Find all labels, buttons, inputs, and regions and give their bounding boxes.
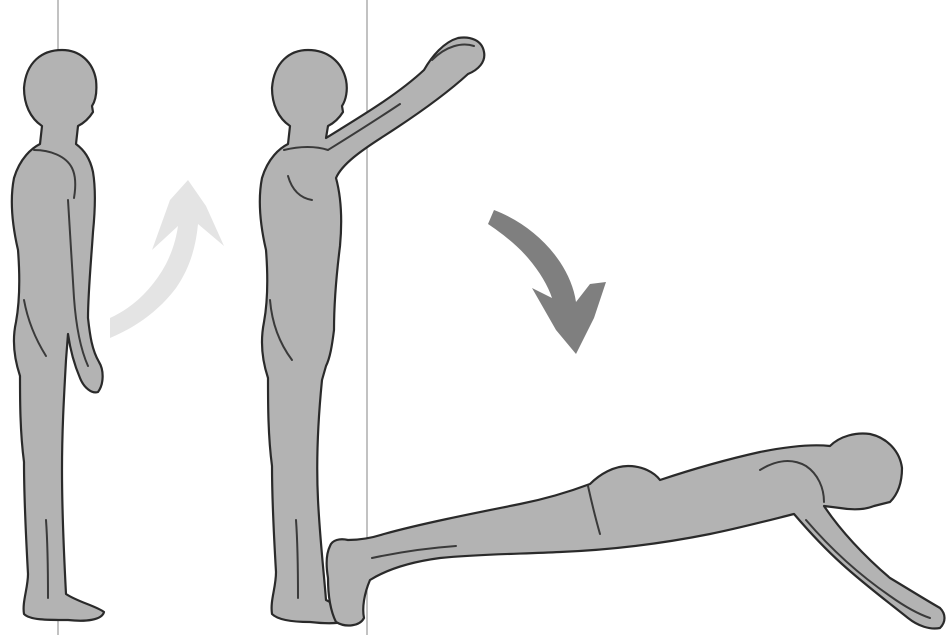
curved-arrow-down-icon: [488, 210, 606, 354]
figure-standing-arms-down: [12, 50, 104, 621]
figure-plank: [327, 434, 945, 629]
curved-arrow-up-icon: [110, 180, 224, 338]
